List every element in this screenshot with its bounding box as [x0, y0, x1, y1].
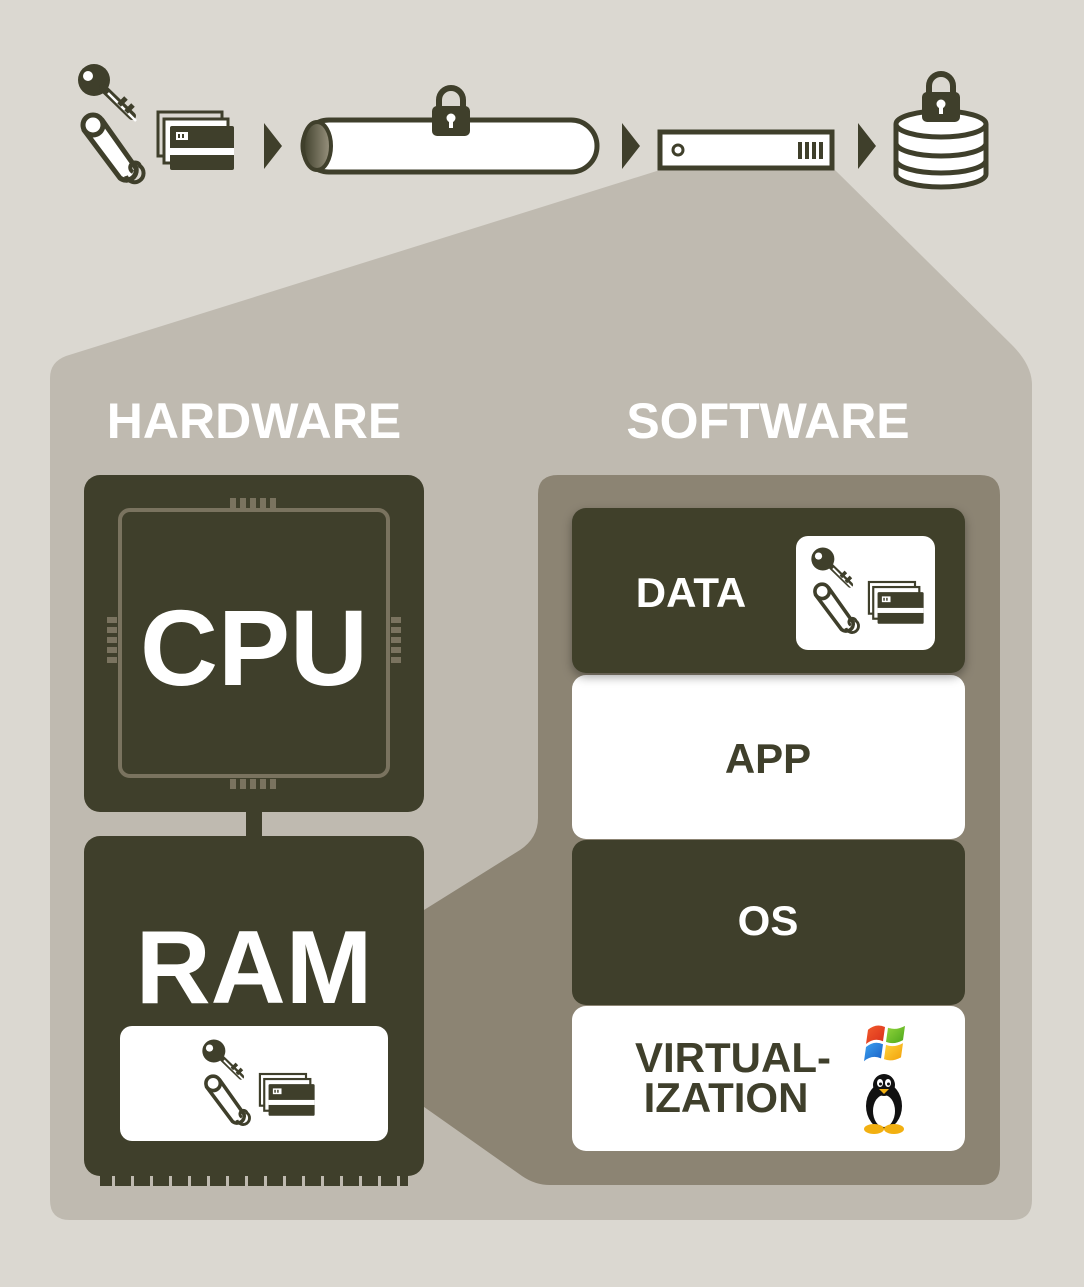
software-heading: SOFTWARE — [626, 393, 909, 449]
ram-credentials-box — [120, 1026, 388, 1141]
virtualization-label-line1: VIRTUAL- — [635, 1034, 831, 1081]
arrow-icon — [264, 123, 282, 169]
windows-icon — [864, 1025, 905, 1062]
arrow-icon — [858, 123, 876, 169]
arrow-icon — [622, 123, 640, 169]
database-icon — [893, 108, 989, 190]
app-label: APP — [725, 735, 811, 782]
cpu-label: CPU — [140, 587, 368, 708]
virtualization-label-line2: IZATION — [644, 1074, 809, 1121]
os-label: OS — [738, 897, 799, 944]
pipeline — [78, 64, 989, 190]
ram-label: RAM — [136, 910, 373, 1026]
layer-os: OS — [572, 840, 965, 1005]
cpu-chip: CPU — [84, 475, 424, 812]
layer-app: APP — [572, 675, 965, 839]
server-icon — [657, 129, 835, 171]
bus-connector — [246, 810, 262, 840]
ram-module: RAM — [84, 836, 424, 1186]
hardware-heading: HARDWARE — [107, 393, 401, 449]
layer-virtualization: VIRTUAL- IZATION — [572, 1006, 965, 1151]
linux-tux-icon — [864, 1074, 904, 1134]
data-label: DATA — [636, 569, 746, 616]
